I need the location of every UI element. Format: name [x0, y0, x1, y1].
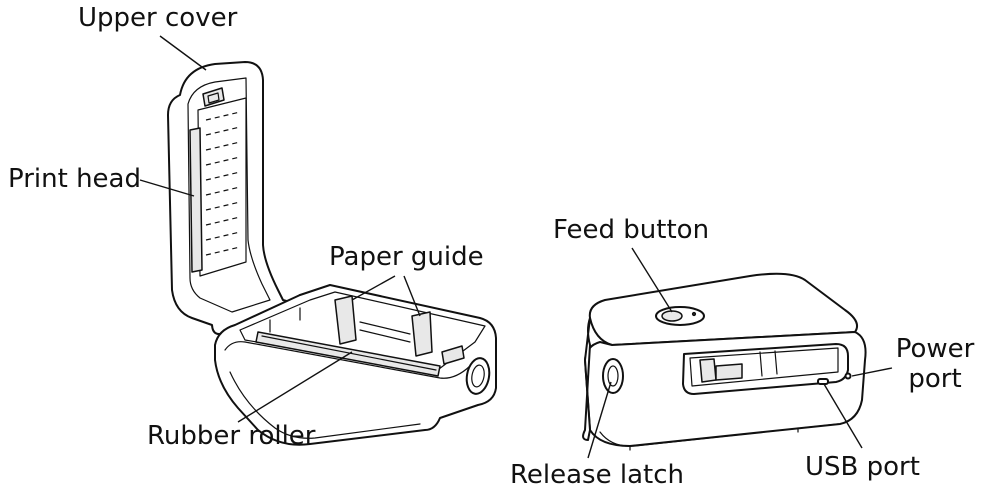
power-port-shape	[844, 372, 852, 380]
leader-power-port	[851, 367, 893, 377]
label-release-latch: Release latch	[510, 460, 684, 490]
leader-lines	[139, 35, 893, 459]
closed-top-surface	[588, 272, 858, 346]
open-printer	[167, 61, 497, 446]
label-feed-button: Feed button	[553, 215, 710, 245]
leader-paper-guide-left	[351, 275, 396, 301]
print-head-lines	[205, 111, 241, 256]
leader-feed-button	[631, 247, 673, 313]
leader-usb-port	[823, 383, 863, 449]
leader-rubber-roller	[237, 351, 353, 423]
closed-printer	[582, 272, 867, 451]
paper-guide-left	[334, 295, 357, 345]
label-power-port: Power port	[894, 334, 976, 394]
leader-release-latch	[587, 381, 612, 459]
label-usb-port: USB port	[805, 452, 920, 482]
paper-guide-right	[411, 311, 433, 357]
label-paper-guide: Paper guide	[329, 242, 484, 272]
leader-upper-cover	[159, 35, 207, 71]
label-print-head: Print head	[8, 164, 141, 194]
paper-window	[682, 343, 849, 395]
print-head-bar	[189, 127, 203, 273]
label-power-port-line1: Power	[895, 334, 975, 364]
usb-port-shape	[817, 378, 829, 385]
release-latch-shape	[602, 358, 624, 394]
label-upper-cover: Upper cover	[78, 3, 238, 33]
label-power-port-line2: port	[908, 364, 962, 394]
leader-print-head	[139, 179, 195, 197]
leader-paper-guide-right	[403, 275, 421, 317]
label-rubber-roller: Rubber roller	[147, 421, 316, 451]
